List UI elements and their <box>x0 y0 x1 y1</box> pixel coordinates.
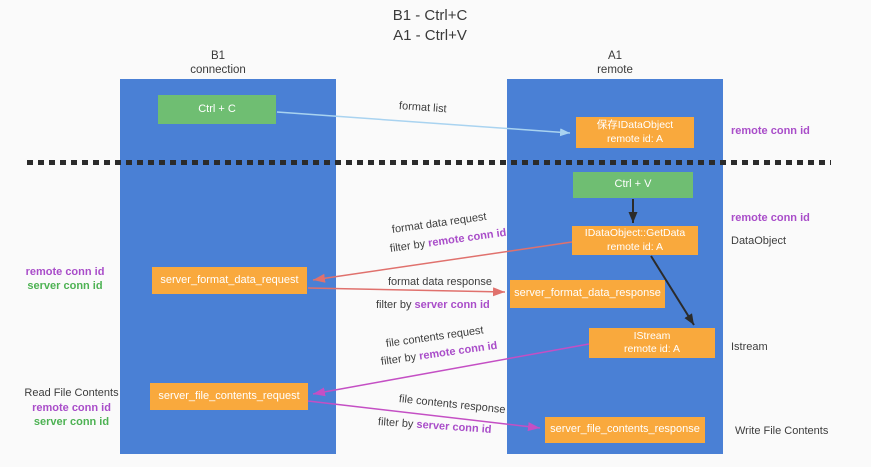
server-conn-id-label: server conn id <box>27 280 103 292</box>
left-conn-id-pair-1: remote conn id server conn id <box>21 265 109 293</box>
filter-by-server-conn-id-label-2: filter by server conn id <box>378 416 492 436</box>
read-file-contents-label: Read File Contents <box>24 387 119 399</box>
file-contents-response-label: file contents response <box>398 393 507 417</box>
lane-header-a1: A1 remote <box>507 49 723 77</box>
title-line-1: B1 - Ctrl+C <box>392 7 468 24</box>
save-idataobject-box: 保存IDataObject remote id: A <box>576 117 694 148</box>
ctrl-v-box: Ctrl + V <box>573 172 693 198</box>
istream-side-label: Istream <box>731 341 768 353</box>
lane-a1-role: remote <box>597 64 633 76</box>
remote-conn-id-label-right-2: remote conn id <box>731 212 810 224</box>
file-request-label: server_file_contents_request <box>158 389 300 402</box>
remote-conn-id-text: remote conn id <box>427 226 508 250</box>
lane-b1-role: connection <box>190 64 246 76</box>
filter-by-text: filter by <box>377 416 414 431</box>
left-conn-id-pair-2: remote conn id server conn id <box>24 401 119 429</box>
save-idataobject-line2: remote id: A <box>606 132 664 145</box>
server-conn-id-text: server conn id <box>416 418 492 436</box>
server-file-contents-request-box: server_file_contents_request <box>150 383 308 410</box>
format-data-response-label: format data response <box>388 276 492 288</box>
lane-b1-name: B1 <box>210 50 226 62</box>
format-list-label: format list <box>398 100 447 116</box>
server-format-data-response-box: server_format_data_response <box>510 280 665 308</box>
idataobject-getdata-box: IDataObject::GetData remote id: A <box>572 226 698 255</box>
filter-by-text: filter by <box>380 351 417 368</box>
lane-a1-name: A1 <box>607 50 623 62</box>
ctrl-c-box: Ctrl + C <box>158 95 276 124</box>
phase-separator-dashed-line <box>27 160 831 165</box>
filter-by-text: filter by <box>389 238 426 255</box>
getdata-line2: remote id: A <box>606 240 664 253</box>
diagram-title: B1 - Ctrl+C A1 - Ctrl+V <box>330 6 530 46</box>
remote-conn-id-label-right-1: remote conn id <box>731 125 810 137</box>
file-response-label: server_file_contents_response <box>550 423 700 436</box>
server-file-contents-response-box: server_file_contents_response <box>545 417 705 443</box>
server-format-data-request-box: server_format_data_request <box>152 267 307 294</box>
format-data-response-arrow <box>307 287 506 297</box>
remote-conn-id-label: remote conn id <box>32 402 111 414</box>
server-conn-id-text: server conn id <box>414 299 490 311</box>
format-response-label: server_format_data_response <box>514 287 661 300</box>
format-request-label: server_format_data_request <box>160 273 299 286</box>
istream-box: IStream remote id: A <box>589 328 715 358</box>
server-conn-id-label: server conn id <box>33 416 110 428</box>
ctrl-v-label: Ctrl + V <box>614 178 652 191</box>
ctrl-c-label: Ctrl + C <box>198 102 236 115</box>
istream-line1: IStream <box>633 329 671 342</box>
getdata-line1: IDataObject::GetData <box>584 227 686 240</box>
remote-conn-id-label: remote conn id <box>25 266 105 278</box>
istream-line2: remote id: A <box>623 343 681 355</box>
title-line-2: A1 - Ctrl+V <box>393 27 467 44</box>
filter-by-server-conn-id-label-1: filter by server conn id <box>376 299 490 311</box>
save-idataobject-line1: 保存IDataObject <box>596 119 674 132</box>
write-file-contents-label: Write File Contents <box>735 425 829 437</box>
filter-by-text: filter by <box>376 299 412 311</box>
dataobject-label: DataObject <box>731 235 787 247</box>
lane-header-b1: B1 connection <box>110 49 326 77</box>
